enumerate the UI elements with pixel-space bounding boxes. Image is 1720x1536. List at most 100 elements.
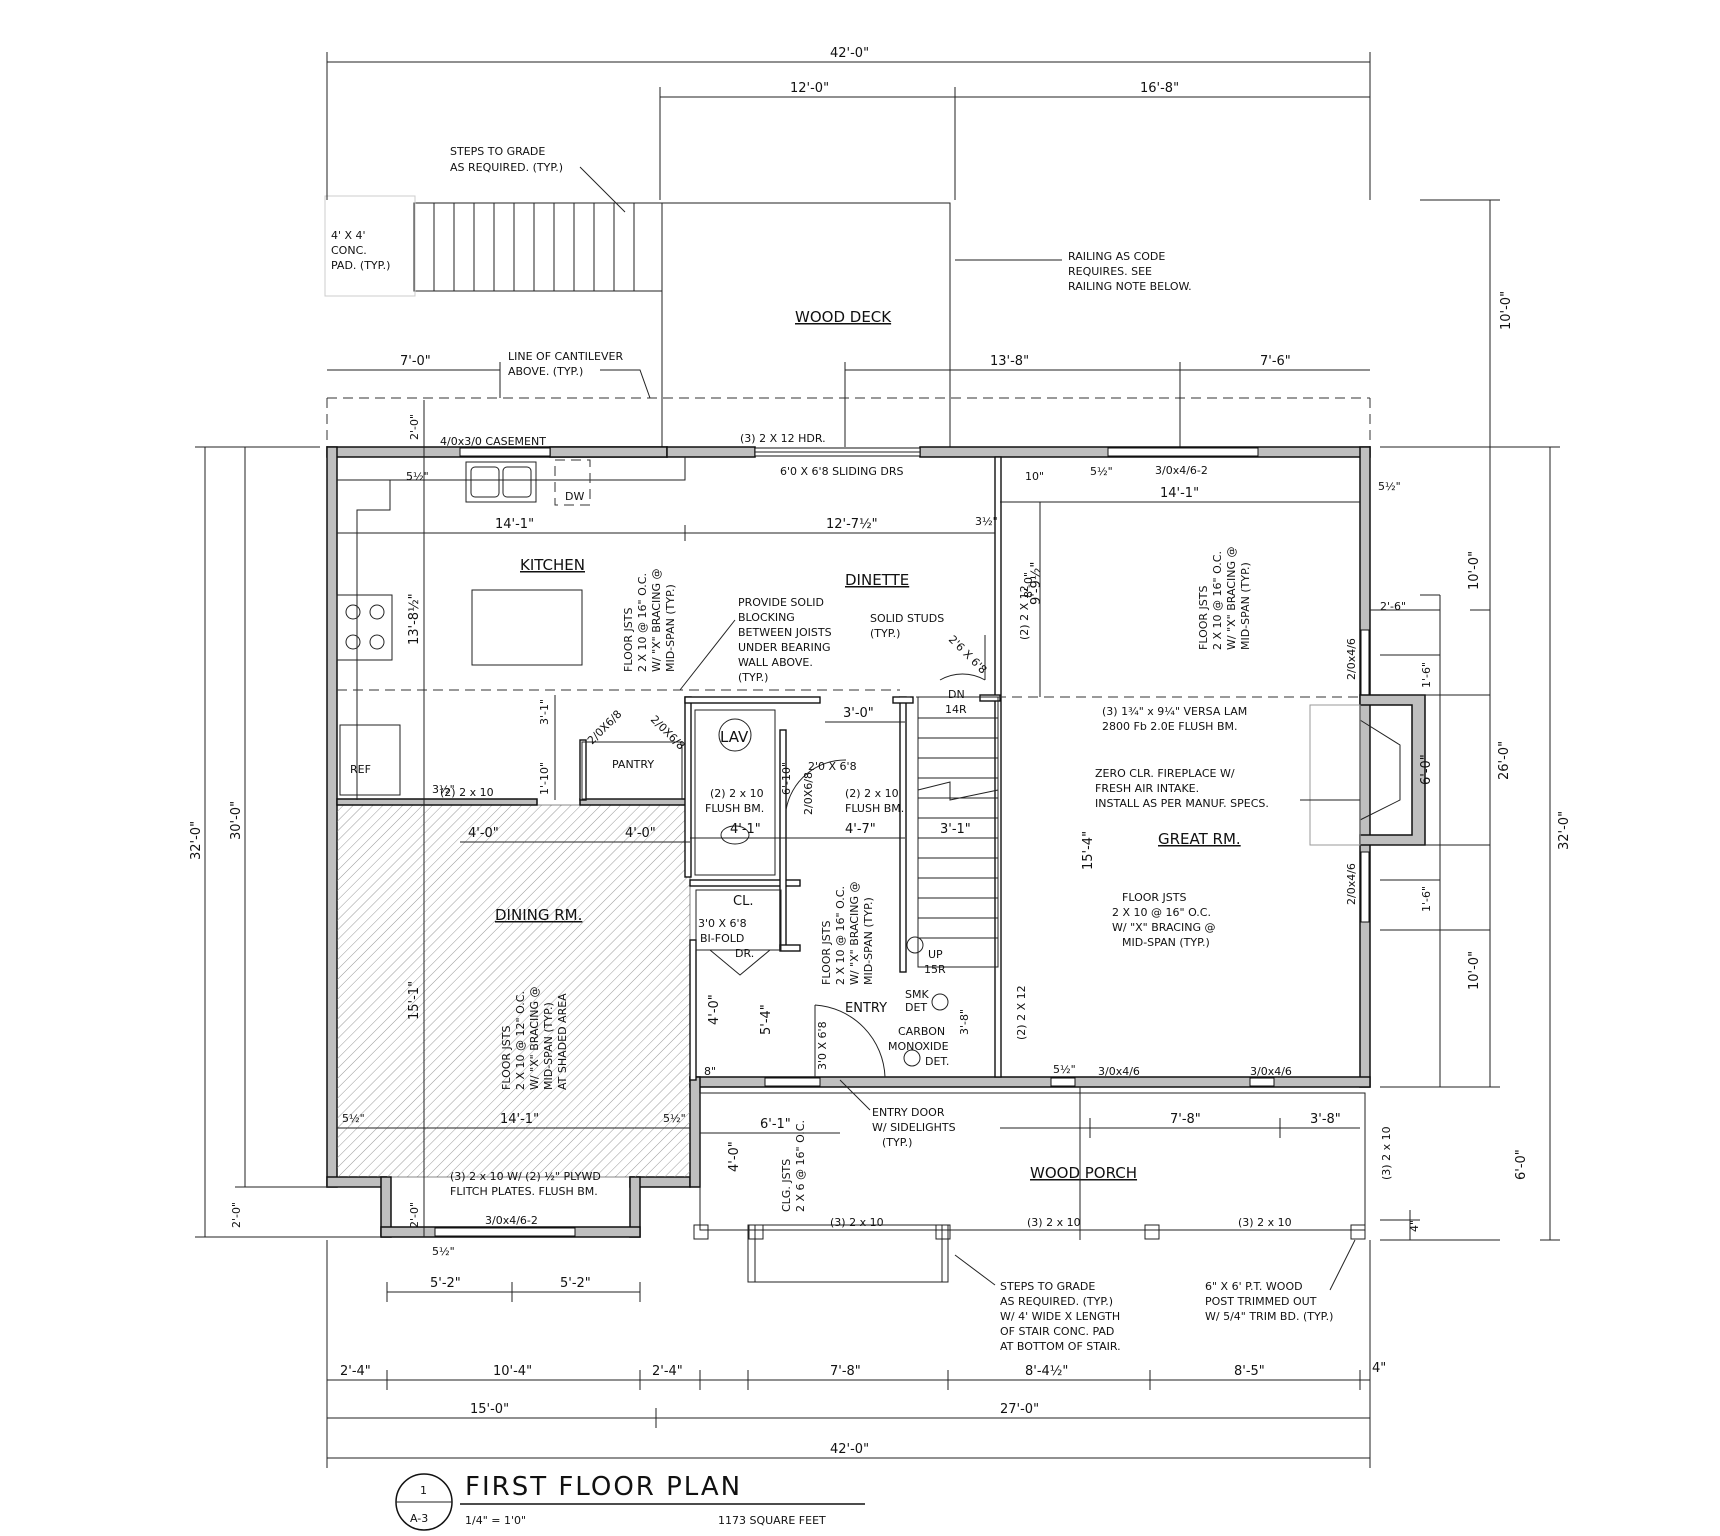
window-top-right: 3/0x4/6-2 bbox=[1155, 464, 1208, 477]
window-fp-2: 2/0x4/6 bbox=[1345, 863, 1358, 905]
pad-note: 4' X 4' bbox=[331, 229, 366, 242]
pad-note-2: CONC. bbox=[331, 244, 367, 257]
dim-great-depth: 15'-4" bbox=[1081, 831, 1096, 870]
fireplace-note-2: FRESH AIR INTAKE. bbox=[1095, 782, 1199, 795]
dining-joists-3: W/ "X" BRACING @ bbox=[528, 987, 541, 1090]
stair-14r: 14R bbox=[945, 703, 967, 716]
steps-bottom-note: STEPS TO GRADE bbox=[1000, 1280, 1095, 1293]
dim-hdr-8-0: 8'-0" bbox=[1022, 572, 1035, 598]
dim-lav-6-10: 6'-10" bbox=[780, 762, 793, 795]
deck-stair-treads bbox=[433, 203, 635, 291]
room-closet: CL. bbox=[733, 894, 753, 909]
dim-right-2: 1'-6" bbox=[1420, 662, 1433, 688]
dim-right-4in: 4" bbox=[1408, 1220, 1421, 1232]
steps-bottom-note-3: W/ 4' WIDE X LENGTH bbox=[1000, 1310, 1120, 1323]
dim-hall-4-0b: 4'-0" bbox=[625, 826, 656, 841]
dim-lav-4-1: 4'-1" bbox=[730, 822, 761, 837]
blocking-note: PROVIDE SOLID bbox=[738, 596, 824, 609]
exterior-walls bbox=[326, 446, 1371, 1238]
wood-deck: 4' X 4' CONC. PAD. (TYP.) STEPS TO GRADE… bbox=[324, 145, 1371, 447]
entry-door-note-2: W/ SIDELIGHTS bbox=[872, 1121, 956, 1134]
dim-bottom-b2: 27'-0" bbox=[1000, 1402, 1039, 1417]
hdr-label: (3) 2 X 12 HDR. bbox=[740, 432, 826, 445]
porch-header-1: (3) 2 x 10 bbox=[830, 1216, 884, 1229]
solid-studs-note-2: (TYP.) bbox=[870, 627, 900, 640]
dim-cantilever-left: 7'-0" bbox=[400, 354, 431, 369]
dim-bottom-c: 42'-0" bbox=[830, 1442, 869, 1457]
window-fp-1: 2/0x4/6 bbox=[1345, 638, 1358, 680]
dim-right-32: 32'-0" bbox=[1557, 811, 1572, 850]
kitchen-joists-4: MID-SPAN (TYP.) bbox=[664, 584, 677, 672]
door-pantry-2: 2/0X6/8 bbox=[648, 713, 688, 753]
smoke-detector-label: SMK bbox=[905, 988, 929, 1001]
dim-kitchen-depth: 13'-8½" bbox=[407, 593, 422, 645]
blocking-note-6: (TYP.) bbox=[738, 671, 768, 684]
detail-ref-top: 1 bbox=[420, 1484, 427, 1497]
window-porch-1: 3/0x4/6 bbox=[1098, 1065, 1140, 1078]
dim-half-2: 3½" bbox=[432, 783, 455, 796]
dim-half: 3½" bbox=[975, 515, 998, 528]
room-lav: LAV bbox=[720, 728, 749, 746]
dim-left-2: 2'-0" bbox=[230, 1202, 243, 1228]
post-note-2: POST TRIMMED OUT bbox=[1205, 1295, 1317, 1308]
hall-joists: FLOOR JSTS bbox=[820, 921, 833, 985]
room-wood-deck: WOOD DECK bbox=[795, 308, 892, 326]
railing-note: RAILING AS CODE bbox=[1068, 250, 1165, 263]
dim-deck-left: 12'-0" bbox=[790, 81, 829, 96]
porch-header-3: (3) 2 x 10 bbox=[1238, 1216, 1292, 1229]
plan-title: FIRST FLOOR PLAN bbox=[465, 1472, 742, 1502]
dim-bottom-a3: 2'-4" bbox=[652, 1364, 683, 1379]
dim-porch-depth: 4'-0" bbox=[727, 1141, 742, 1172]
dining-joists-5: AT SHADED AREA bbox=[556, 993, 569, 1090]
dim-left-32: 32'-0" bbox=[189, 821, 204, 860]
deck-stair bbox=[413, 202, 663, 292]
dim-porch-3-8: 3'-8" bbox=[1310, 1112, 1341, 1127]
dim-hall-1-10: 1'-10" bbox=[538, 762, 551, 795]
great-joists-2: 2 X 10 @ 16" O.C. bbox=[1211, 551, 1224, 650]
stair-15r: 15R bbox=[924, 963, 946, 976]
steps-note-2: AS REQUIRED. (TYP.) bbox=[450, 161, 563, 174]
toilet bbox=[720, 825, 750, 845]
range bbox=[336, 594, 393, 661]
dim-dining-depth: 15'-1" bbox=[407, 981, 422, 1020]
dim-dinette-width: 12'-7½" bbox=[826, 517, 878, 532]
bay-window: 3/0x4/6-2 bbox=[485, 1214, 538, 1227]
room-kitchen: KITCHEN bbox=[520, 556, 585, 574]
dim-bottom-a4: 7'-8" bbox=[830, 1364, 861, 1379]
blocking-note-3: BETWEEN JOISTS bbox=[738, 626, 832, 639]
flitch-beam-note: (3) 2 x 10 W/ (2) ½" PLYWD bbox=[450, 1170, 601, 1183]
stair: DN 14R UP 15R bbox=[906, 635, 999, 976]
dining-joists: FLOOR JSTS bbox=[500, 1026, 513, 1090]
kitchen-joists-3: W/ "X" BRACING @ bbox=[650, 569, 663, 672]
kitchen-area: DW REF KITCHEN bbox=[336, 457, 1360, 800]
dim-fireplace: 2'-6" bbox=[1380, 600, 1406, 613]
dim-fivehalf-6: 5½" bbox=[432, 1245, 455, 1258]
kitchen-sink bbox=[465, 461, 537, 503]
room-dinette: DINETTE bbox=[845, 571, 909, 589]
notes: 4/0x3/0 CASEMENT (3) 2 X 12 HDR. 6'0 X 6… bbox=[440, 432, 1393, 1353]
co-detector-label-2: MONOXIDE bbox=[888, 1040, 949, 1053]
railing-note-2: REQUIRES. SEE bbox=[1068, 265, 1152, 278]
sliding-door-label: 6'0 X 6'8 SLIDING DRS bbox=[780, 465, 903, 478]
kitchen-island bbox=[471, 589, 583, 666]
fireplace-note-3: INSTALL AS PER MANUF. SPECS. bbox=[1095, 797, 1269, 810]
dim-bottom-a6: 8'-5" bbox=[1234, 1364, 1265, 1379]
pad-note-3: PAD. (TYP.) bbox=[331, 259, 390, 272]
dim-deck-depth: 10'-0" bbox=[1499, 291, 1514, 330]
ceiling-joists: CLG. JSTS bbox=[780, 1159, 793, 1212]
porch-steps bbox=[747, 1224, 949, 1283]
flush-beam-2b: FLUSH BM. bbox=[705, 802, 764, 815]
room-dining: DINING RM. bbox=[495, 906, 582, 924]
great-joists-lower: FLOOR JSTS bbox=[1122, 891, 1186, 904]
dim-cantilever-right: 7'-6" bbox=[1260, 354, 1291, 369]
interior-dimensions: 14'-1" 12'-7½" 14'-1" 14'-1" 15'-4" 9'-9… bbox=[337, 465, 1401, 1258]
room-pantry: PANTRY bbox=[612, 758, 654, 771]
hall-joists-4: MID-SPAN (TYP.) bbox=[862, 897, 875, 985]
dim-fivehalf-3: 5½" bbox=[342, 1112, 365, 1125]
porch-post-4 bbox=[1350, 1224, 1366, 1240]
deck-railing bbox=[662, 202, 951, 447]
dim-hall-4-0a: 4'-0" bbox=[468, 826, 499, 841]
dim-dining-width: 14'-1" bbox=[500, 1112, 539, 1127]
dim-eight: 8" bbox=[704, 1065, 716, 1078]
